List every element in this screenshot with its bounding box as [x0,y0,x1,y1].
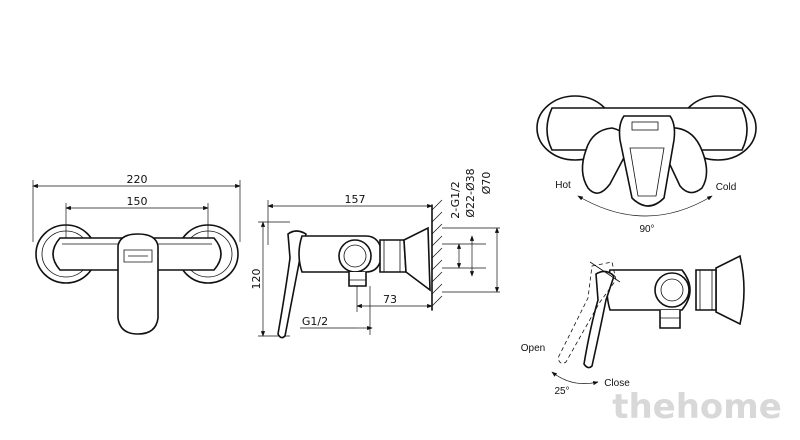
side-flange [403,226,431,292]
dimension-120: 120 [250,269,263,290]
dimension-73: 73 [383,293,397,306]
lever-open [557,261,617,364]
dimension-157: 157 [345,193,366,206]
hot-label: Hot [555,180,571,191]
rotation-arc [577,195,713,217]
dimension-220: 220 [127,173,148,186]
diameter-22-38: Ø22-Ø38 [464,168,477,217]
side-outlet [348,272,367,287]
side-view: 157 120 73 G1/2 [250,168,500,339]
thread-2g12: 2-G1/2 [449,181,462,219]
dimension-150: 150 [127,195,148,208]
handle-view-flange [715,254,745,326]
side-body [298,235,383,273]
cold-label: Cold [716,182,737,193]
lever-closed [583,270,615,369]
top-view: Hot Cold 90° [536,95,757,235]
top-handle-hot [581,127,629,194]
thread-g12-bottom: G1/2 [302,315,328,328]
handle-view-body [606,269,691,311]
rotation-90: 90° [639,224,654,235]
top-handle-center [618,115,676,207]
close-label: Close [604,378,630,389]
front-view: 220 150 [32,173,241,335]
mixer-handle [117,233,159,335]
handle-view: Open Close 25° [521,254,745,397]
diameter-70: Ø70 [480,172,493,195]
watermark: thehome [612,387,782,427]
angle-25: 25° [554,386,569,397]
open-close-arc [551,371,599,386]
open-label: Open [521,343,545,354]
